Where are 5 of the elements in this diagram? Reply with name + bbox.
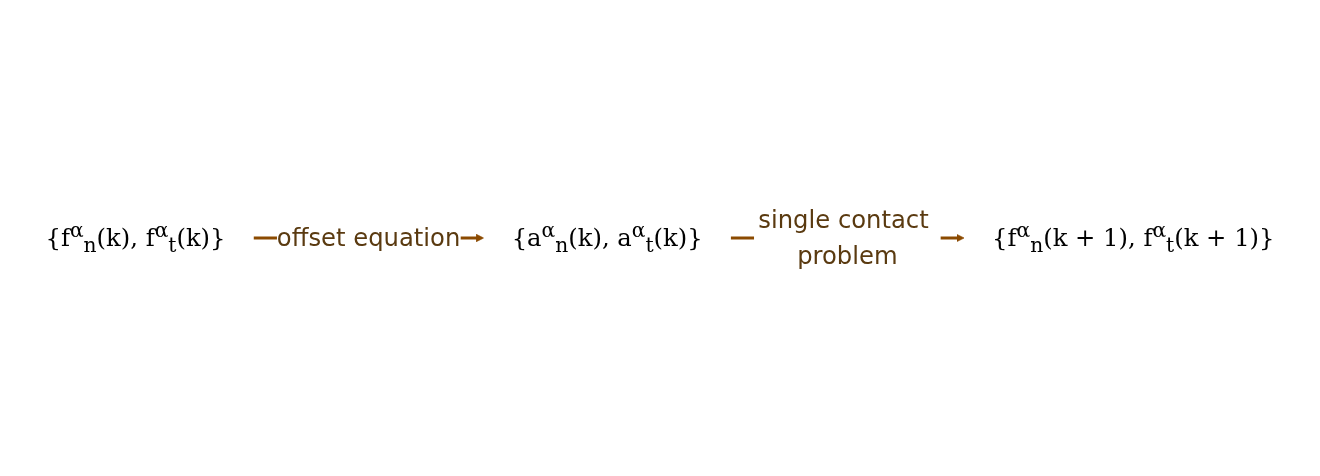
node-text: {f$^{α}$$_{n}$(k + 1), f$^{α}$$_{t}$(k + 1)} [992, 218, 1275, 257]
node-text: {a$^{α}$$_{n}$(k), a$^{α}$$_{t}$(k)} [511, 218, 703, 257]
edge-label: single contact problem [758, 205, 929, 270]
node-text: {f$^{α}$$_{n}$(k), f$^{α}$$_{t}$(k)} [45, 218, 226, 257]
edge-label: offset equation [276, 223, 461, 252]
